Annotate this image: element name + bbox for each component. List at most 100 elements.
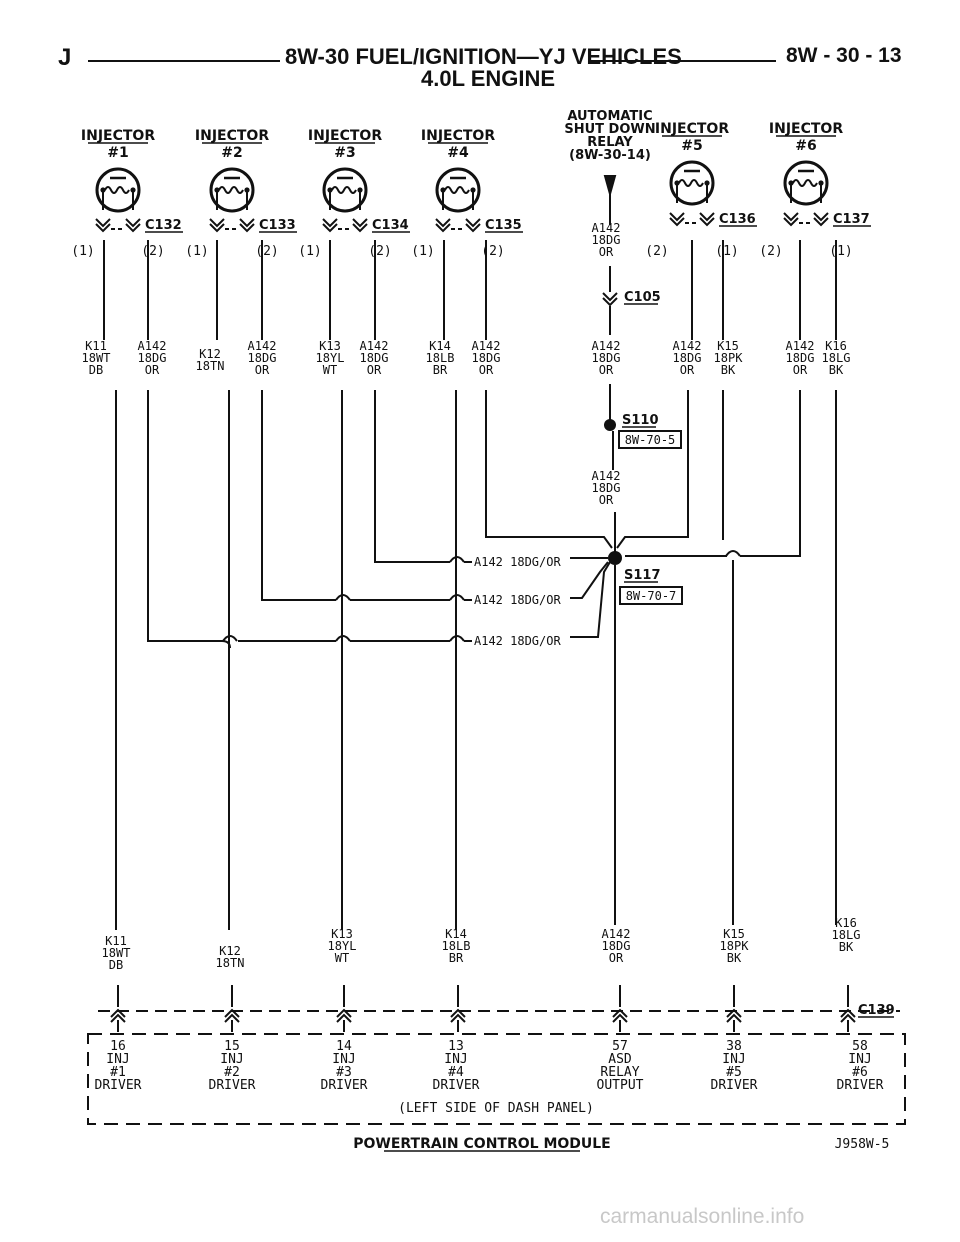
relay-wire-top-label-line-2: 18DG: [592, 233, 621, 247]
injector-6-connector-id: C137: [833, 212, 870, 227]
injector-4-pin-b-chevron: [465, 218, 481, 228]
c105-chevron-1: [602, 292, 618, 302]
injector-6-pin-a-chevron: [783, 212, 799, 222]
asd-relay-line-4: (8W-30-14): [569, 148, 651, 163]
k13-crossover-641: [335, 635, 351, 642]
injector-3-a-wire-label-line-3: OR: [367, 363, 382, 377]
pcm-pin-6-label-line-1: 38: [726, 1039, 742, 1054]
injector-3-symbol: [322, 167, 368, 213]
pcm-wire-6-label-line-2: 18PK: [720, 939, 750, 953]
pcm-wire-4-label-line-2: 18LB: [442, 939, 471, 953]
tap-2-to-s117: [570, 561, 609, 599]
pcm-pin-2-label-line-2: INJ: [220, 1052, 243, 1067]
injector-4-k-wire-label-line-1: K14: [429, 339, 451, 353]
injector-3-k-wire-label-line-2: 18YL: [316, 351, 345, 365]
pcm-pin-5-label-line-2: ASD: [608, 1052, 632, 1067]
injector-1-a-wire-label-line-3: OR: [145, 363, 160, 377]
pcm-wire-4-label-line-1: K14: [445, 927, 467, 941]
header-title: 8W-30 FUEL/IGNITION—YJ VEHICLES: [285, 44, 682, 69]
injector-2-pin-right: (2): [255, 244, 278, 259]
pcm-pin-5-label-line-3: RELAY: [600, 1065, 639, 1080]
s110-label: S110: [622, 413, 659, 428]
watermark: carmanualsonline.info: [600, 1205, 805, 1228]
s110-ref: 8W-70-5: [625, 433, 676, 447]
c139-pin-5-chevron-2: [612, 1013, 628, 1023]
c139-pin-2-chevron-2: [224, 1013, 240, 1023]
k14-crossover-600: [449, 594, 465, 601]
header-subtitle: 4.0L ENGINE: [421, 66, 556, 91]
injector-1-pin-b-chevron: [125, 218, 141, 228]
c139-pin-7-chevron-2: [840, 1013, 856, 1023]
injector-5-k-wire-label-line-1: K15: [717, 339, 739, 353]
injector-5-pin-left: (2): [645, 244, 668, 259]
pcm-pin-1-label-line-4: DRIVER: [95, 1078, 142, 1093]
asd-relay-line-2: SHUT DOWN: [564, 122, 655, 137]
header-rule-right: [590, 60, 776, 62]
injector-4-k-wire-label-line-3: BR: [433, 363, 448, 377]
pcm-pin-3-label-line-4: DRIVER: [321, 1078, 368, 1093]
c139-pin-3-chevron-2: [336, 1013, 352, 1023]
injector-5-number: #5: [681, 138, 702, 154]
relay-wire-mid-label-line-2: 18DG: [592, 351, 621, 365]
injector-5-title: INJECTOR: [655, 121, 729, 137]
injector-4-pin-left: (1): [411, 244, 434, 259]
pcm-pin-6-label-line-2: INJ: [722, 1052, 745, 1067]
pcm-pin-4-label-line-2: INJ: [444, 1052, 467, 1067]
pcm-pin-5-label-line-4: OUTPUT: [597, 1078, 644, 1093]
injector-1-pin-right: (2): [141, 244, 164, 259]
pcm-pin-4-label-line-4: DRIVER: [433, 1078, 480, 1093]
pcm-wire-1-label-line-2: 18WT: [102, 946, 131, 960]
injector-5-a-wire-label-line-1: A142: [673, 339, 702, 353]
pcm-pin-6-label-line-3: #5: [726, 1065, 742, 1080]
injector-3-pin-right: (2): [368, 244, 391, 259]
asd-relay-arrow-fill: [605, 176, 615, 194]
injector-3-number: #3: [334, 145, 355, 161]
c105-chevron-2: [602, 297, 618, 307]
injector-6-a-wire-label-line-2: 18DG: [786, 351, 815, 365]
s110-ref-box: [618, 430, 682, 449]
relay-wire-mid-label-line-1: A142: [592, 339, 621, 353]
pcm-pin-2-label-line-4: DRIVER: [209, 1078, 256, 1093]
relay-wire-mid-label-line-3: OR: [599, 363, 614, 377]
injector-1-k-wire-label-line-1: K11: [85, 339, 107, 353]
pcm-pin-7-label-line-4: DRIVER: [837, 1078, 884, 1093]
k13-crossover-600: [335, 594, 351, 601]
tap-3-to-s117: [570, 561, 611, 638]
s110-splice-dot: [604, 419, 616, 431]
pcm-wire-3-label-line-1: K13: [331, 927, 353, 941]
injector-3-k-wire-label-line-1: K13: [319, 339, 341, 353]
pcm-wire-5-label-line-1: A142: [602, 927, 631, 941]
injector-1-k-wire-label-line-2: 18WT: [82, 351, 111, 365]
injector-6-pin-b-chevron: [813, 212, 829, 222]
injector-5-k-wire-label-line-3: BK: [721, 363, 736, 377]
inj1-a-route-a: [147, 390, 231, 649]
injector-2-title: INJECTOR: [195, 128, 269, 144]
c139-pin-4-chevron-2: [450, 1013, 466, 1023]
injector-6-title: INJECTOR: [769, 121, 843, 137]
injector-2-pin-left: (1): [185, 244, 208, 259]
injector-5-pin-a-chevron: [669, 212, 685, 222]
c139-label: C139: [858, 1003, 895, 1018]
inj3-a-route: [374, 390, 450, 563]
s117-splice-dot: [608, 551, 622, 565]
splice-tap-2-label: A142 18DG/OR: [474, 593, 561, 607]
injector-1-a-wire-label-line-1: A142: [138, 339, 167, 353]
pcm-pin-1-label-line-2: INJ: [106, 1052, 129, 1067]
pcm-wire-4-label-line-3: BR: [449, 951, 464, 965]
injector-3-pin-b-chevron: [352, 218, 368, 228]
injector-5-k-wire-label-line-2: 18PK: [714, 351, 744, 365]
pcm-wire-7-label-line-2: 18LG: [832, 928, 861, 942]
s117-ref: 8W-70-7: [626, 589, 677, 603]
pcm-wire-2-label-line-2: 18TN: [216, 956, 245, 970]
c139-pin-1-chevron-2: [110, 1013, 126, 1023]
injector-5-pin-b-chevron: [699, 212, 715, 222]
pcm-pin-3-label-line-2: INJ: [332, 1052, 355, 1067]
pcm-wire-1-label-line-1: K11: [105, 934, 127, 948]
header-rule-left: [88, 60, 280, 62]
relay-wire-low-label-line-3: OR: [599, 493, 614, 507]
injector-1-number: #1: [107, 145, 128, 161]
injector-4-a-wire-label-line-1: A142: [472, 339, 501, 353]
pcm-title: POWERTRAIN CONTROL MODULE: [353, 1136, 611, 1152]
injector-4-pin-b-chevron2: [465, 223, 481, 233]
